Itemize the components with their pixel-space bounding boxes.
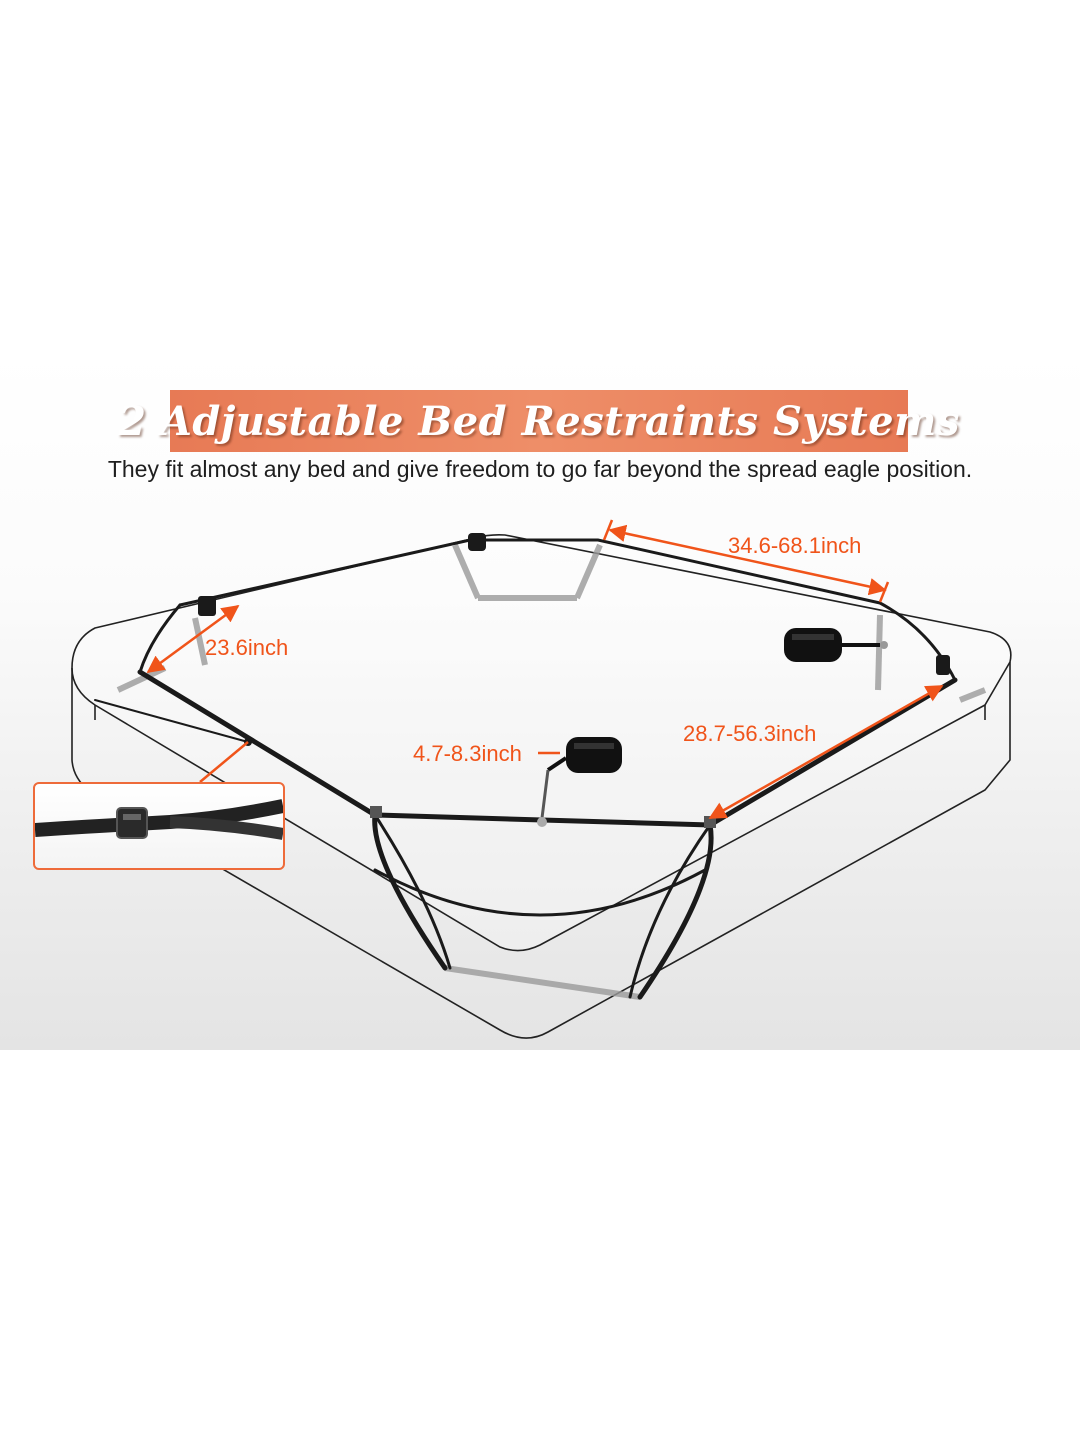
dimension-label-side: 28.7-56.3inch: [683, 721, 816, 746]
title-banner: 2 Adjustable Bed Restraints Systems: [118, 390, 959, 452]
page-subtitle: They fit almost any bed and give freedom…: [107, 456, 973, 482]
restraint-cuff-icon: [537, 628, 888, 827]
buckle-closeup-illustration: [35, 799, 283, 840]
page-title: 2 Adjustable Bed Restraints Systems: [118, 397, 960, 445]
dimension-arrows: [146, 519, 944, 820]
dimension-label-headboard: 34.6-68.1inch: [728, 533, 861, 558]
dimension-label-cuff: 4.7-8.3inch: [413, 741, 522, 766]
dimension-label-corner: 23.6inch: [205, 635, 288, 660]
strap-buckle-closeup: [33, 782, 285, 870]
mattress-outline: [71, 534, 1012, 1039]
